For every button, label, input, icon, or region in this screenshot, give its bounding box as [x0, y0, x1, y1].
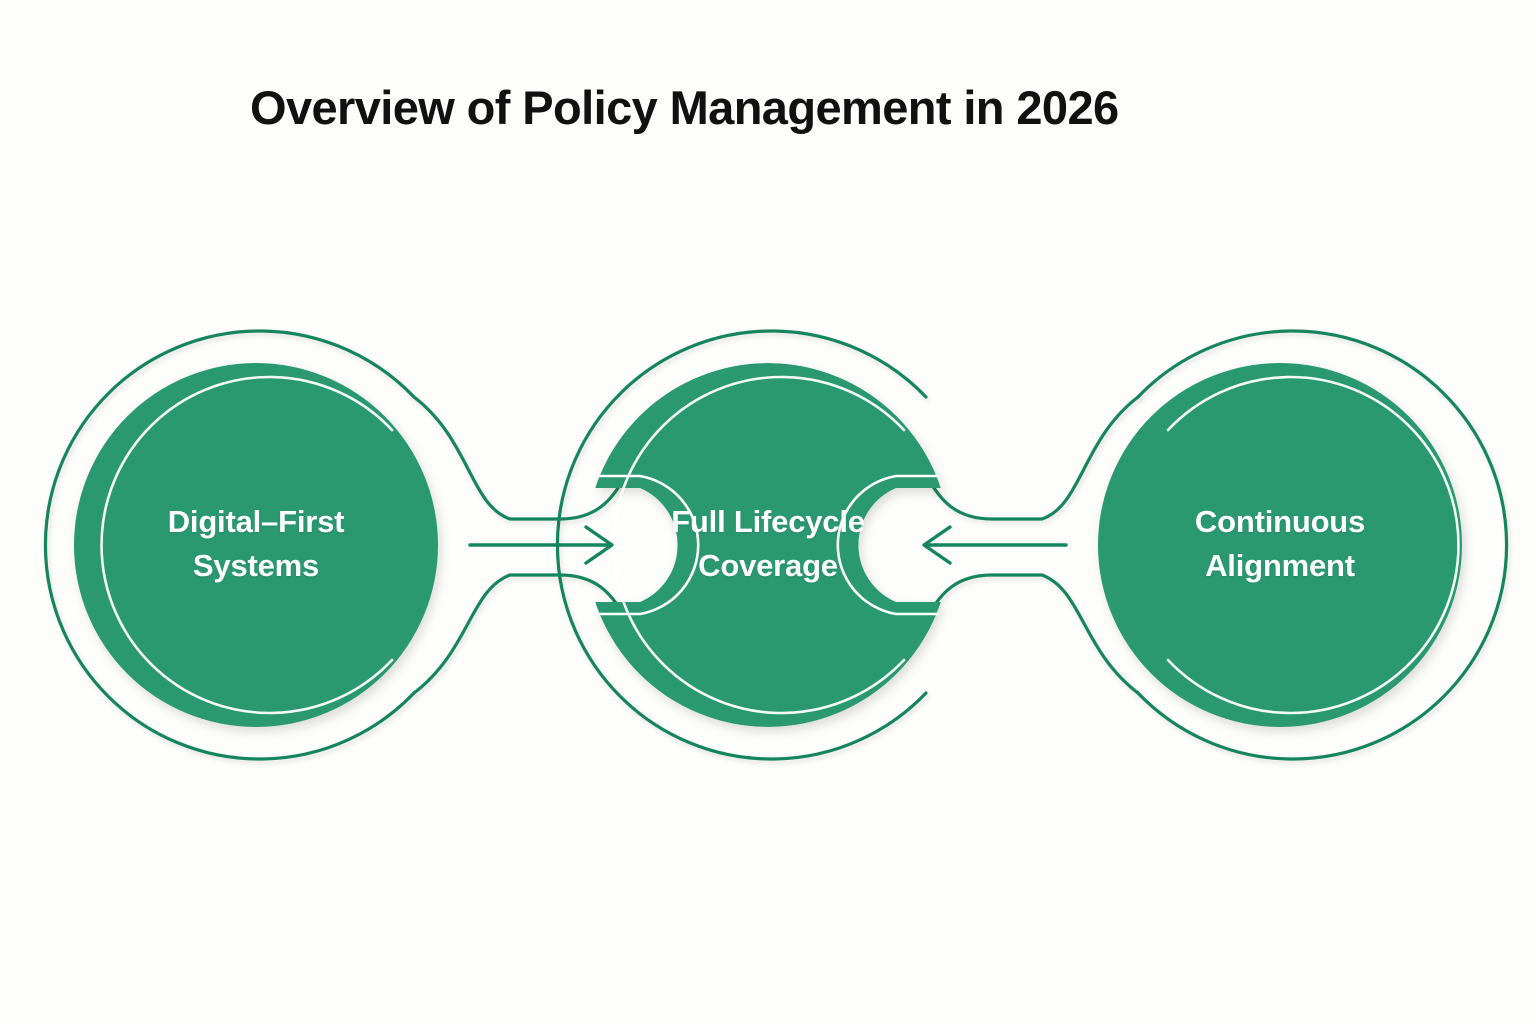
inner-arc-node-3: [1166, 375, 1460, 715]
node-disc-3[interactable]: [1098, 363, 1462, 727]
notch-outline-group: [596, 474, 940, 616]
notch-outline-left: [596, 474, 700, 616]
outer-ring-node-1: [43, 329, 416, 761]
page-title: Overview of Policy Management in 2026: [250, 81, 1119, 134]
node-disc-1[interactable]: [74, 363, 438, 727]
node-disc-2[interactable]: [586, 363, 950, 727]
arrow-group: [468, 525, 1068, 565]
disc-group: [74, 363, 1462, 727]
arrow-head-right: [922, 525, 952, 565]
outer-ring-node-3: [1136, 329, 1509, 761]
notch-outline-right: [836, 474, 940, 616]
ribbon-3-bottom: [926, 573, 1140, 695]
arrow-head-left: [584, 525, 614, 565]
inner-arc-node-1: [100, 375, 394, 715]
